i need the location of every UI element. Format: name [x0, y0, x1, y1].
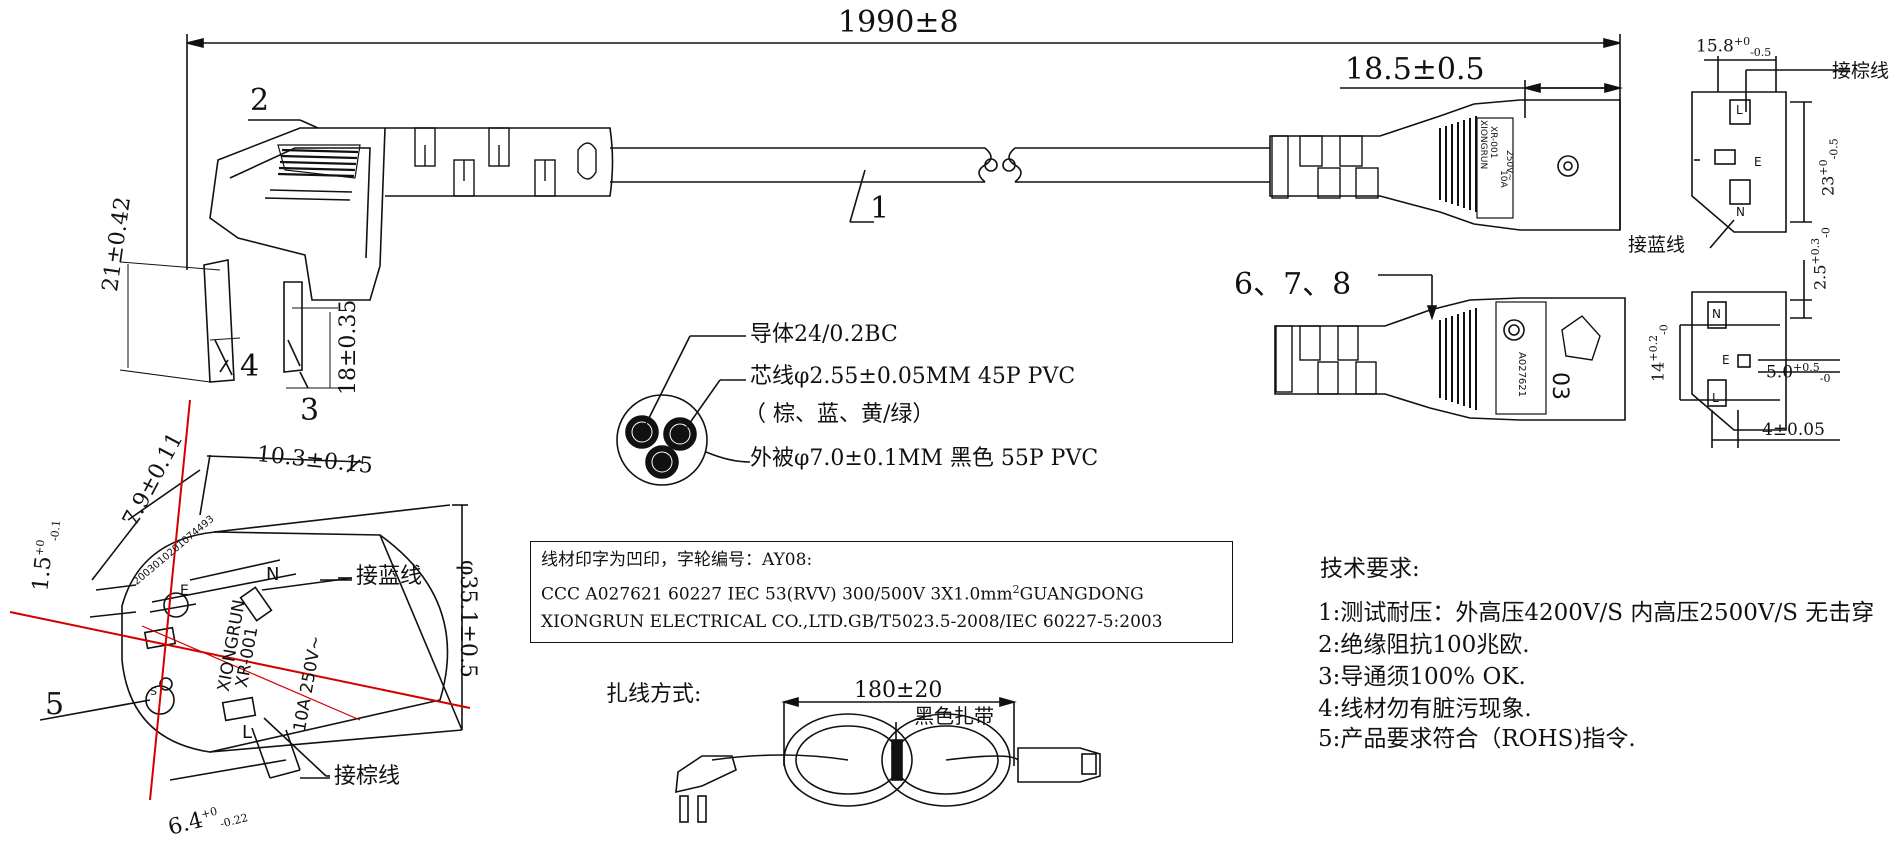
requirement-item: 3:导通须100% OK. [1318, 664, 1526, 690]
connector-mark: 03 [1547, 372, 1572, 400]
part-number-4: 4 [240, 349, 260, 384]
part-number-3: 3 [300, 393, 320, 428]
connector-dim-14: 14+0.2-0 [1647, 324, 1671, 382]
connector-blue-wire-label: 接蓝线 [1628, 234, 1686, 256]
conductor-note: 导体24/0.2BC [750, 322, 898, 347]
requirement-item: 5:产品要求符合（ROHS)指令. [1318, 726, 1636, 752]
cable-cross-section [616, 335, 751, 486]
binding-tie-label: 黑色扎带 [914, 704, 994, 728]
connector-pin-n-bottom: N [1712, 307, 1721, 321]
connector-brand: XIONGRUN [1478, 120, 1488, 170]
binding-label: 扎线方式: [606, 682, 702, 707]
connector-length-dimension [1340, 80, 1624, 118]
jacket-note: 外被φ7.0±0.1MM 黑色 55P PVC [750, 446, 1099, 471]
binding-length: 180±20 [854, 678, 943, 703]
connector-side-view [1269, 99, 1621, 231]
part-number-5: 5 [45, 687, 65, 722]
plug-pin-n: N [266, 564, 280, 585]
connector-voltage: 250V~ [1504, 150, 1514, 181]
leader-lines [119, 119, 353, 779]
connector-model: XR-001 [1488, 126, 1498, 159]
dim-face-diameter: φ35.1±0.5 [455, 560, 480, 678]
cable-body [610, 147, 1270, 223]
plug-pin-e: E [180, 583, 189, 599]
connector-length-label: 18.5±0.5 [1345, 52, 1485, 87]
core-colors-note: （ 棕、蓝、黄/绿） [744, 402, 935, 427]
connector-front-view-top [1691, 56, 1850, 249]
plug-front-face [9, 399, 471, 801]
requirement-item: 1:测试耐压：外高压4200V/S 内高压2500V/S 无击穿 [1318, 600, 1875, 626]
part-number-678: 6、7、8 [1234, 267, 1352, 302]
connector-pin-e-bottom: E [1722, 353, 1730, 367]
dim-pin-length-2: 18±0.35 [336, 299, 361, 395]
plug-pin-l: L [242, 722, 253, 743]
connector-height-dim: 23+0-0.5 [1817, 138, 1841, 196]
print-line-2: CCC A027621 60227 IEC 53(RVV) 300/500V 3… [541, 583, 1144, 605]
plug-s-mark: S [150, 685, 157, 698]
connector-top-view [1274, 274, 1626, 421]
plug-side-view [203, 127, 614, 383]
connector-width-dim: 15.8+0-0.5 [1696, 35, 1772, 60]
plug-brown-wire-label: 接棕线 [334, 764, 401, 789]
connector-pin-l-bottom: L [1712, 391, 1719, 405]
connector-dim-4: 4±0.05 [1762, 420, 1825, 440]
requirements-title: 技术要求: [1320, 556, 1420, 582]
requirement-item: 4:线材勿有脏污现象. [1318, 696, 1532, 722]
binding-illustration [675, 696, 1101, 823]
core-note: 芯线φ2.55±0.05MM 45P PVC [750, 364, 1076, 389]
part-number-2: 2 [250, 83, 270, 118]
connector-current: 10A [1498, 170, 1508, 188]
connector-brown-wire-label: 接棕线 [1832, 60, 1890, 82]
connector-dim-5: 5.0+0.5-0 [1766, 361, 1831, 386]
overall-length-label: 1990±8 [838, 5, 959, 40]
connector-front-view-bottom [1679, 260, 1840, 448]
part-number-1: 1 [870, 191, 890, 226]
print-line-3: XIONGRUN ELECTRICAL CO.,LTD.GB/T5023.5-2… [541, 612, 1163, 632]
connector-dim-2-5: 2.5+0.3-0 [1809, 227, 1833, 290]
plug-blue-wire-label: 接蓝线 [356, 564, 423, 589]
connector-pin-l-top: L [1736, 103, 1743, 117]
requirement-item: 2:绝缘阻抗100兆欧. [1318, 632, 1530, 658]
print-line-1: 线材印字为凹印，字轮编号：AY08: [541, 550, 813, 570]
cable-print-box: 线材印字为凹印，字轮编号：AY08: CCC A027621 60227 IEC… [530, 541, 1233, 643]
connector-pin-n-top: N [1736, 205, 1745, 219]
connector-ccc-code: A027621 [1516, 352, 1527, 398]
connector-pin-e-top: E [1754, 155, 1762, 169]
